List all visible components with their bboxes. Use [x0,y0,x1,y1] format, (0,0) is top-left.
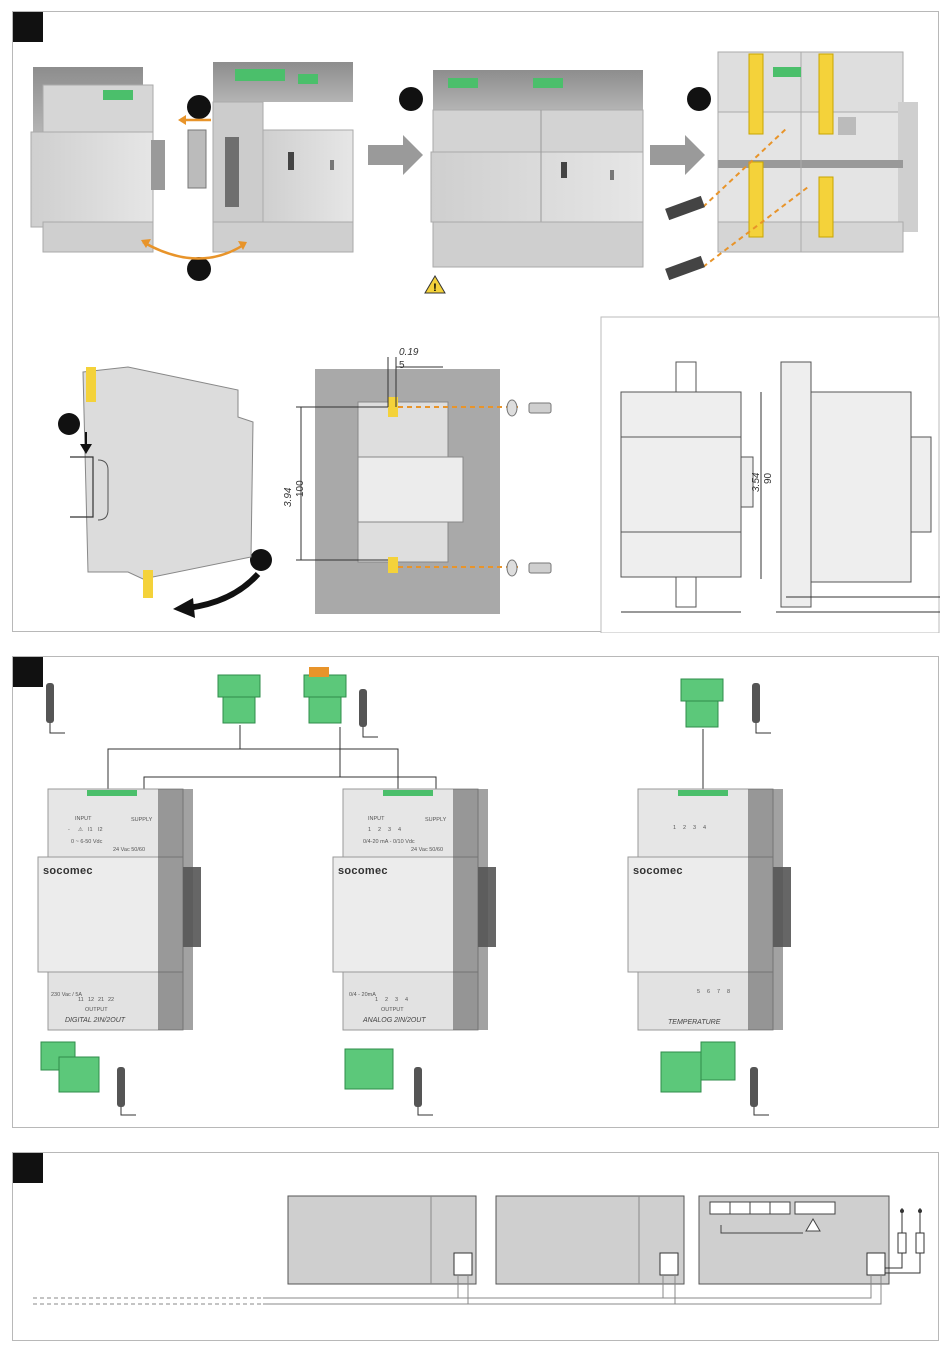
analog-input-label: INPUT [368,816,385,822]
analog-terminal-out: 3 [395,997,398,1003]
analog-model: ANALOG 2IN/2OUT [363,1017,426,1024]
digital-terminal-in: I2 [98,827,103,833]
temperature-terminal-out: 8 [727,989,730,995]
temperature-terminal-in: 4 [703,825,706,831]
screwdriver-icon [359,689,378,737]
analog-brand: socomec [338,865,388,877]
digital-supply-label: SUPPLY [131,817,152,823]
terminal-block-icon [681,679,723,727]
temperature-terminal-in: 2 [683,825,686,831]
digital-brand: socomec [43,865,93,877]
module-left-separate [31,67,165,252]
digital-input-range: 0 ~ 6-50 Vdc [71,839,102,845]
wiring-panel [12,1152,939,1341]
screwdriver-icon [46,683,65,733]
temperature-terminal-in: 3 [693,825,696,831]
modules-with-clips [718,52,918,252]
temperature-terminal-out: 5 [697,989,700,995]
analog-terminal-out: 2 [385,997,388,1003]
terminal-block-icon [661,1042,735,1092]
digital-terminal-in: - [68,827,70,833]
terminal-block-icon [218,675,260,723]
digital-terminal-out: 12 [88,997,94,1003]
screwdriver-icon [750,1067,769,1115]
terminal-block-icon [304,667,346,723]
digital-terminal-in: ⚠ [78,827,83,833]
height-inch-label: 3.94 [283,488,294,507]
height-mm-label: 100 [295,480,306,497]
din-rail-module [70,367,253,598]
analog-supply-label: SUPPLY [425,817,446,823]
module-right-separate [213,62,353,252]
digital-terminal-out: 21 [98,997,104,1003]
screwdriver-icon [117,1067,136,1115]
analog-terminal-in: 2 [378,827,381,833]
interconnect-card [188,130,206,188]
terminal-block-icon [41,1042,99,1092]
screwdriver-icon [752,683,771,733]
connectors-panel: INPUT 0 ~ 6-50 Vdc SUPPLY 24 Vac 50/60 -… [12,656,939,1128]
analog-terminal-out: 4 [405,997,408,1003]
side-inch-label: 3.54 [751,473,762,492]
temperature-terminal-out: 6 [707,989,710,995]
digital-terminal-out: 22 [108,997,114,1003]
analog-input-range: 0/4-20 mA - 0/10 Vdc [363,839,415,845]
digital-terminal-in: I1 [88,827,93,833]
gap-inch-label: 0.19 [399,347,418,358]
gap-mm-label: 5 [399,360,405,371]
side-mm-label: 90 [763,473,774,484]
digital-supply-spec: 24 Vac 50/60 [113,847,145,853]
analog-terminal-in: 4 [398,827,401,833]
wiring-illustration [13,1153,940,1342]
analog-terminal-in: 1 [368,827,371,833]
assembly-illustration: ! [13,12,940,633]
digital-output-label: OUTPUT [85,1007,108,1013]
assembly-panel: ! [12,11,939,632]
connectors-illustration [13,657,940,1129]
warning-triangle-icon: ! [425,276,445,294]
wall-mount [296,357,551,614]
analog-output-label: OUTPUT [381,1007,404,1013]
temperature-terminal-out: 7 [717,989,720,995]
digital-input-label: INPUT [75,816,92,822]
analog-supply-spec: 24 Vac 50/60 [411,847,443,853]
temperature-brand: socomec [633,865,683,877]
temperature-model: TEMPERATURE [668,1019,720,1026]
screwdriver-icon [414,1067,433,1115]
analog-output-spec: 0/4 - 20mA [349,992,376,998]
analog-terminal-in: 3 [388,827,391,833]
digital-model: DIGITAL 2IN/2OUT [65,1017,125,1024]
terminal-block-icon [345,1049,393,1089]
temperature-terminal-in: 1 [673,825,676,831]
modules-joined [431,70,643,267]
analog-terminal-out: 1 [375,997,378,1003]
svg-text:!: ! [433,282,437,294]
digital-terminal-out: 11 [78,997,84,1003]
